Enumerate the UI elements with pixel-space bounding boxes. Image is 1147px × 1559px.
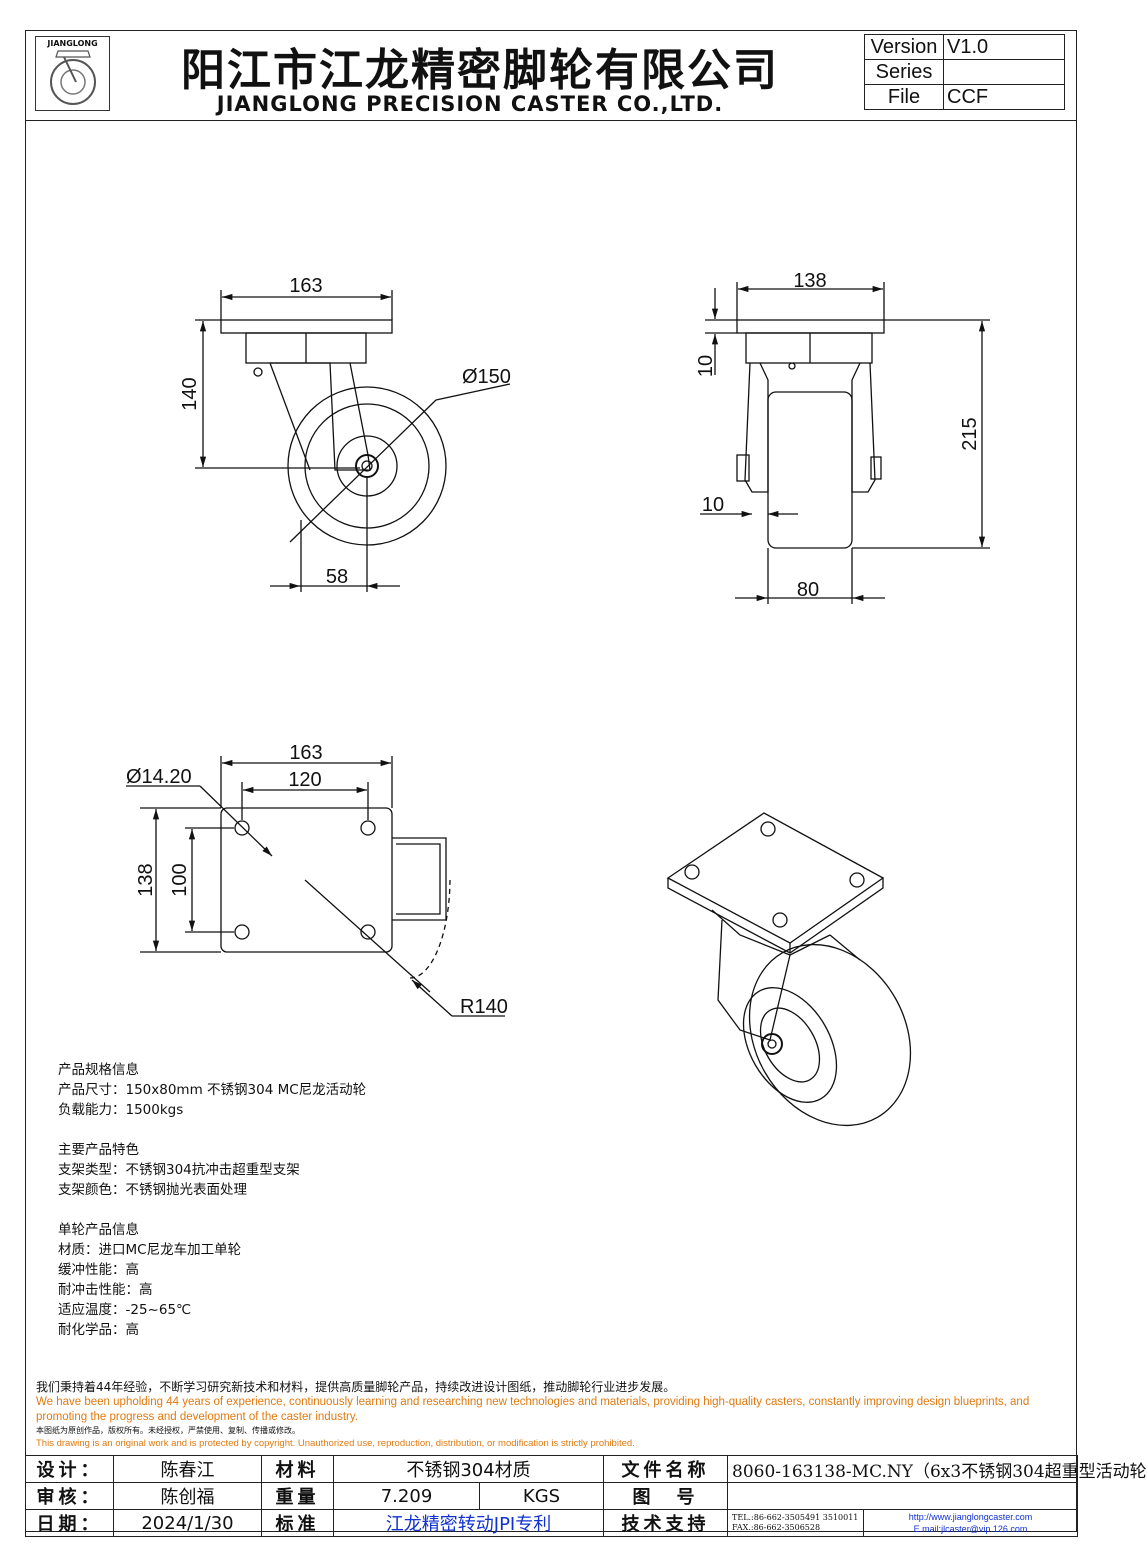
spec-line: 产品尺寸：150x80mm 不锈钢304 MC尼龙活动轮 [58, 1082, 367, 1098]
note-en: We have been upholding 44 years of exper… [36, 1396, 1030, 1423]
dim-side-wheel-width: 80 [797, 579, 819, 601]
note-cn: 我们秉持着44年经验，不断学习研究新技术和材料，提供高质量脚轮产品，持续改进设计… [36, 1380, 676, 1394]
dim-side-top-width: 138 [793, 270, 826, 292]
copyright-en: This drawing is an original work and is … [36, 1438, 635, 1449]
reviewer: 陈创福 [113, 1482, 262, 1510]
website: http://www.jianglongcaster.com [908, 1512, 1033, 1522]
review-label: 审核： [25, 1482, 114, 1510]
feature-line: 支架颜色：不锈钢抛光表面处理 [58, 1182, 247, 1198]
front-view [220, 319, 447, 546]
wheel-line: 耐冲击性能：高 [58, 1282, 153, 1298]
company-name-en: JIANGLONG PRECISION CASTER CO.,LTD. [216, 92, 724, 116]
date-value: 2024/1/30 [113, 1509, 262, 1537]
material-value: 不锈钢304材质 [332, 1455, 605, 1483]
feature-line: 支架类型：不锈钢304抗冲击超重型支架 [58, 1162, 300, 1178]
spec-line: 负载能力：1500kgs [58, 1102, 184, 1118]
date-label: 日期： [25, 1509, 114, 1537]
spec-block: 产品规格信息 产品尺寸：150x80mm 不锈钢304 MC尼龙活动轮 负载能力… [58, 1060, 366, 1120]
feature-block: 主要产品特色 支架类型：不锈钢304抗冲击超重型支架 支架颜色：不锈钢抛光表面处… [58, 1140, 300, 1200]
technical-drawing: 163 140 Ø150 58 138 10 215 10 80 Ø14.20 … [126, 270, 990, 1127]
standard-label: 标准 [261, 1509, 334, 1537]
weight-unit: KGS [478, 1482, 605, 1510]
top-view [220, 807, 451, 993]
dim-swivel-radius: R140 [460, 996, 508, 1018]
weight-value: 7.209 [333, 1482, 480, 1510]
notes-block: 我们秉持着44年经验，不断学习研究新技术和材料，提供高质量脚轮产品，持续改进设计… [36, 1379, 1076, 1450]
wheel-line: 耐化学品：高 [58, 1322, 139, 1338]
figure-value [727, 1482, 1079, 1510]
wheel-title: 单轮产品信息 [58, 1222, 139, 1238]
tel: TEL.:86-662-3505491 3510011 [732, 1513, 859, 1522]
fax: FAX.:86-662-3506528 [732, 1523, 821, 1532]
version-value: V1.0 [943, 34, 1065, 60]
dim-front-offset: 58 [326, 566, 348, 588]
company-name-cn: 阳江市江龙精密脚轮有限公司 [181, 45, 779, 96]
dim-side-plate-thickness: 10 [695, 355, 717, 377]
figure-label: 图 号 [603, 1482, 729, 1510]
logo-caster-icon [50, 50, 96, 105]
dim-plate-depth: 138 [135, 863, 157, 896]
title-block: 设计： 陈春江 材料 不锈钢304材质 文件名称 8060-163138-MC.… [25, 1455, 1147, 1537]
front-dimensions [195, 290, 511, 592]
dim-plate-hole: Ø14.20 [126, 766, 192, 788]
spec-title: 产品规格信息 [58, 1062, 139, 1078]
support-label: 技术支持 [603, 1509, 729, 1537]
dim-plate-hole-span-x: 120 [288, 769, 321, 791]
company-logo: JIANGLONG [35, 36, 110, 111]
dim-side-axle: 10 [702, 494, 724, 516]
logo-text: JIANGLONG [47, 39, 98, 48]
dim-side-total-height: 215 [959, 417, 981, 450]
feature-title: 主要产品特色 [58, 1142, 139, 1158]
dim-front-height: 140 [179, 377, 201, 410]
wheel-line: 缓冲性能：高 [58, 1262, 139, 1278]
wheel-line: 材质：进口MC尼龙车加工单轮 [58, 1242, 242, 1258]
file-label: File [864, 84, 944, 110]
series-label: Series [864, 59, 944, 85]
header-divider [25, 120, 1077, 121]
designer: 陈春江 [113, 1455, 262, 1483]
weight-label: 重量 [261, 1482, 334, 1510]
wheel-block: 单轮产品信息 材质：进口MC尼龙车加工单轮 缓冲性能：高 耐冲击性能：高 适应温… [58, 1220, 241, 1340]
design-label: 设计： [25, 1455, 114, 1483]
dim-front-top-width: 163 [289, 275, 322, 297]
file-value: CCF [943, 84, 1065, 110]
copyright-cn: 本图纸为原创作品，版权所有。未经授权，严禁使用、复制、传播或修改。 [36, 1426, 300, 1435]
isometric-view [666, 812, 912, 1127]
side-dimensions [700, 282, 990, 604]
dim-plate-width: 163 [289, 742, 322, 764]
dim-front-diameter: Ø150 [462, 366, 511, 388]
dim-plate-hole-span-y: 100 [169, 863, 191, 896]
standard-value: 江龙精密转动JPI专利 [332, 1509, 605, 1537]
filename-label: 文件名称 [603, 1455, 729, 1483]
wheel-line: 适应温度：-25~65℃ [58, 1302, 192, 1318]
material-label: 材料 [261, 1455, 334, 1483]
filename-value: 8060-163138-MC.NY（6x3不锈钢304超重型活动轮 [727, 1455, 1147, 1483]
email: E.mail:jlcaster@vip.126.com [913, 1524, 1028, 1534]
side-view [736, 319, 885, 549]
top-dimensions [126, 756, 505, 1017]
